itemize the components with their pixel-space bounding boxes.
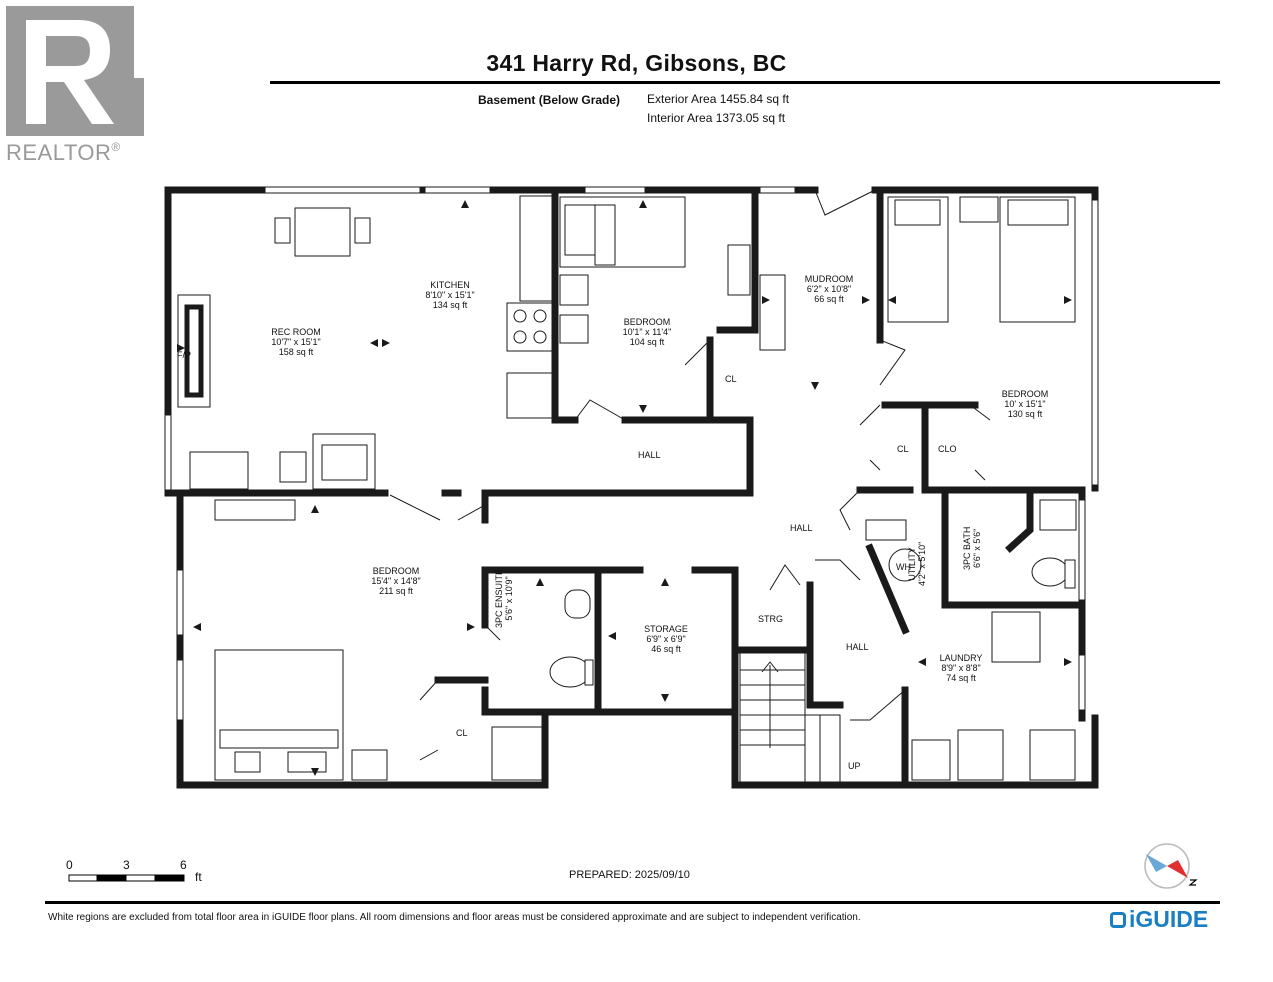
bedroom-right-name: BEDROOM: [1001, 389, 1049, 399]
hall-center-label: HALL: [790, 523, 813, 533]
laundry-area: 74 sq ft: [946, 673, 976, 683]
bedroom-right-label: BEDROOM 10' x 15'1" 130 sq ft: [1002, 389, 1049, 419]
scale-six: 6: [180, 858, 187, 872]
mudroom-label: MUDROOM 6'2" x 10'8" 66 sq ft: [805, 274, 854, 304]
stairs-up-label: UP: [848, 761, 861, 771]
realtor-wordmark: REALTOR: [6, 140, 112, 165]
storage-dims: 6'9" x 6'9": [646, 634, 686, 644]
mudroom-dims: 6'2" x 10'8": [806, 284, 852, 294]
storage-label: STORAGE 6'9" x 6'9" 46 sq ft: [644, 624, 688, 654]
mudroom-name: MUDROOM: [804, 274, 854, 284]
stairs: [739, 651, 841, 783]
ensuite-name: 3PC ENSUITE: [494, 568, 504, 628]
laundry-dims: 8'9" x 8'8": [941, 663, 981, 673]
fireplace-label: F/P: [177, 350, 192, 360]
interior-area: Interior Area 1373.05 sq ft: [647, 111, 786, 125]
bedroom-left-label: BEDROOM 15'4" x 14'8" 211 sq ft: [371, 566, 420, 596]
kitchen-dims: 8'10" x 15'1": [425, 290, 475, 300]
bedroom-left-name: BEDROOM: [372, 566, 420, 576]
cl-mid-label: CL: [725, 374, 737, 384]
strg-label: STRG: [758, 614, 784, 624]
clo-right-label: CLO: [938, 444, 957, 454]
storage-area: 46 sq ft: [651, 644, 681, 654]
furniture: [177, 195, 1077, 781]
header-rule: [270, 81, 1220, 84]
bath-dims: 6'6" x 5'6": [972, 528, 982, 569]
level-name: Basement (Below Grade): [478, 93, 621, 107]
water-heater-label: WH: [896, 562, 911, 572]
kitchen-label: KITCHEN 8'10" x 15'1" 134 sq ft: [425, 280, 474, 310]
iguide-logo: iGUIDE: [1110, 906, 1208, 933]
ensuite-label: 3PC ENSUITE 5'6" x 10'9": [494, 569, 514, 628]
bedroom-right-dims: 10' x 15'1": [1004, 399, 1046, 409]
cl-right-label: CL: [897, 444, 909, 454]
cl-left-label: CL: [456, 728, 468, 738]
bath-label: 3PC BATH 6'6" x 5'6": [962, 527, 982, 570]
rec-room-name: REC ROOM: [271, 327, 321, 337]
bedroom-mid-label: BEDROOM 10'1" x 11'4" 104 sq ft: [623, 317, 672, 347]
bedroom-right-area: 130 sq ft: [1007, 409, 1043, 419]
compass-icon: [1144, 843, 1198, 889]
rec-room-area: 158 sq ft: [278, 347, 314, 357]
realtor-logo: REALTOR®: [6, 6, 146, 166]
rec-room-dims: 10'7" x 15'1": [271, 337, 321, 347]
bath-name: 3PC BATH: [962, 526, 972, 570]
iguide-mark-icon: [1110, 912, 1126, 928]
hall-lower-label: HALL: [846, 642, 869, 652]
dimension-arrows: [177, 200, 1072, 776]
bedroom-mid-area: 104 sq ft: [629, 337, 665, 347]
windows: [164, 186, 1099, 721]
iguide-wordmark: iGUIDE: [1129, 906, 1209, 932]
mudroom-area: 66 sq ft: [814, 294, 844, 304]
scale-three: 3: [123, 858, 130, 872]
kitchen-area: 134 sq ft: [432, 300, 468, 310]
laundry-name: LAUNDRY: [939, 653, 983, 663]
bedroom-left-area: 211 sq ft: [379, 586, 413, 596]
hall-top-label: HALL: [638, 450, 661, 460]
door-swings: [389, 189, 991, 761]
bedroom-mid-dims: 10'1" x 11'4": [622, 327, 672, 337]
laundry-label: LAUNDRY 8'9" x 8'8" 74 sq ft: [940, 653, 983, 683]
bedroom-mid-name: BEDROOM: [623, 317, 671, 327]
disclaimer: White regions are excluded from total fl…: [48, 912, 861, 923]
footer-rule: [45, 901, 1220, 904]
realtor-r-icon: [6, 6, 144, 136]
prepared-date: PREPARED: 2025/09/10: [569, 869, 690, 881]
exterior-area: Exterior Area 1455.84 sq ft: [647, 92, 790, 106]
scale-unit: ft: [195, 870, 202, 884]
page-title: 341 Harry Rd, Gibsons, BC: [486, 50, 787, 76]
bedroom-left-dims: 15'4" x 14'8": [371, 576, 421, 586]
storage-name: STORAGE: [644, 624, 688, 634]
kitchen-name: KITCHEN: [430, 280, 470, 290]
scale-zero: 0: [66, 858, 73, 872]
rec-room-label: REC ROOM 10'7" x 15'1" 158 sq ft: [271, 327, 321, 357]
utility-dims: 4'2" x 5'10": [917, 541, 927, 586]
scale-bar: [68, 874, 185, 882]
ensuite-dims: 5'6" x 10'9": [504, 576, 514, 621]
registered-mark: ®: [111, 140, 121, 154]
